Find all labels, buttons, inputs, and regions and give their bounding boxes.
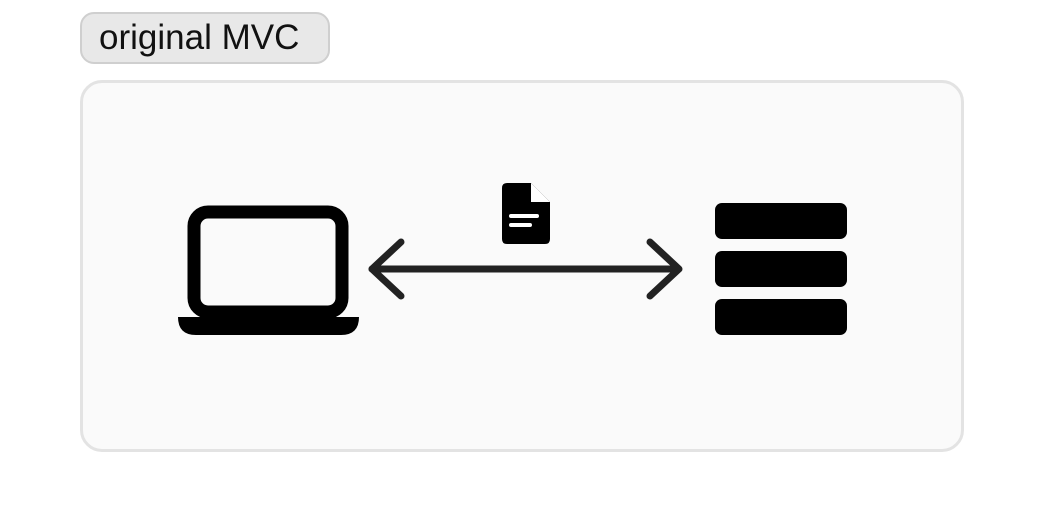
diagram-panel xyxy=(80,80,964,452)
client-server-diagram xyxy=(178,183,847,335)
server-icon xyxy=(715,203,847,335)
double-arrow-icon xyxy=(368,238,683,300)
laptop-icon xyxy=(178,205,359,335)
diagram-title-tag: original MVC xyxy=(80,12,330,64)
document-icon xyxy=(502,183,550,244)
